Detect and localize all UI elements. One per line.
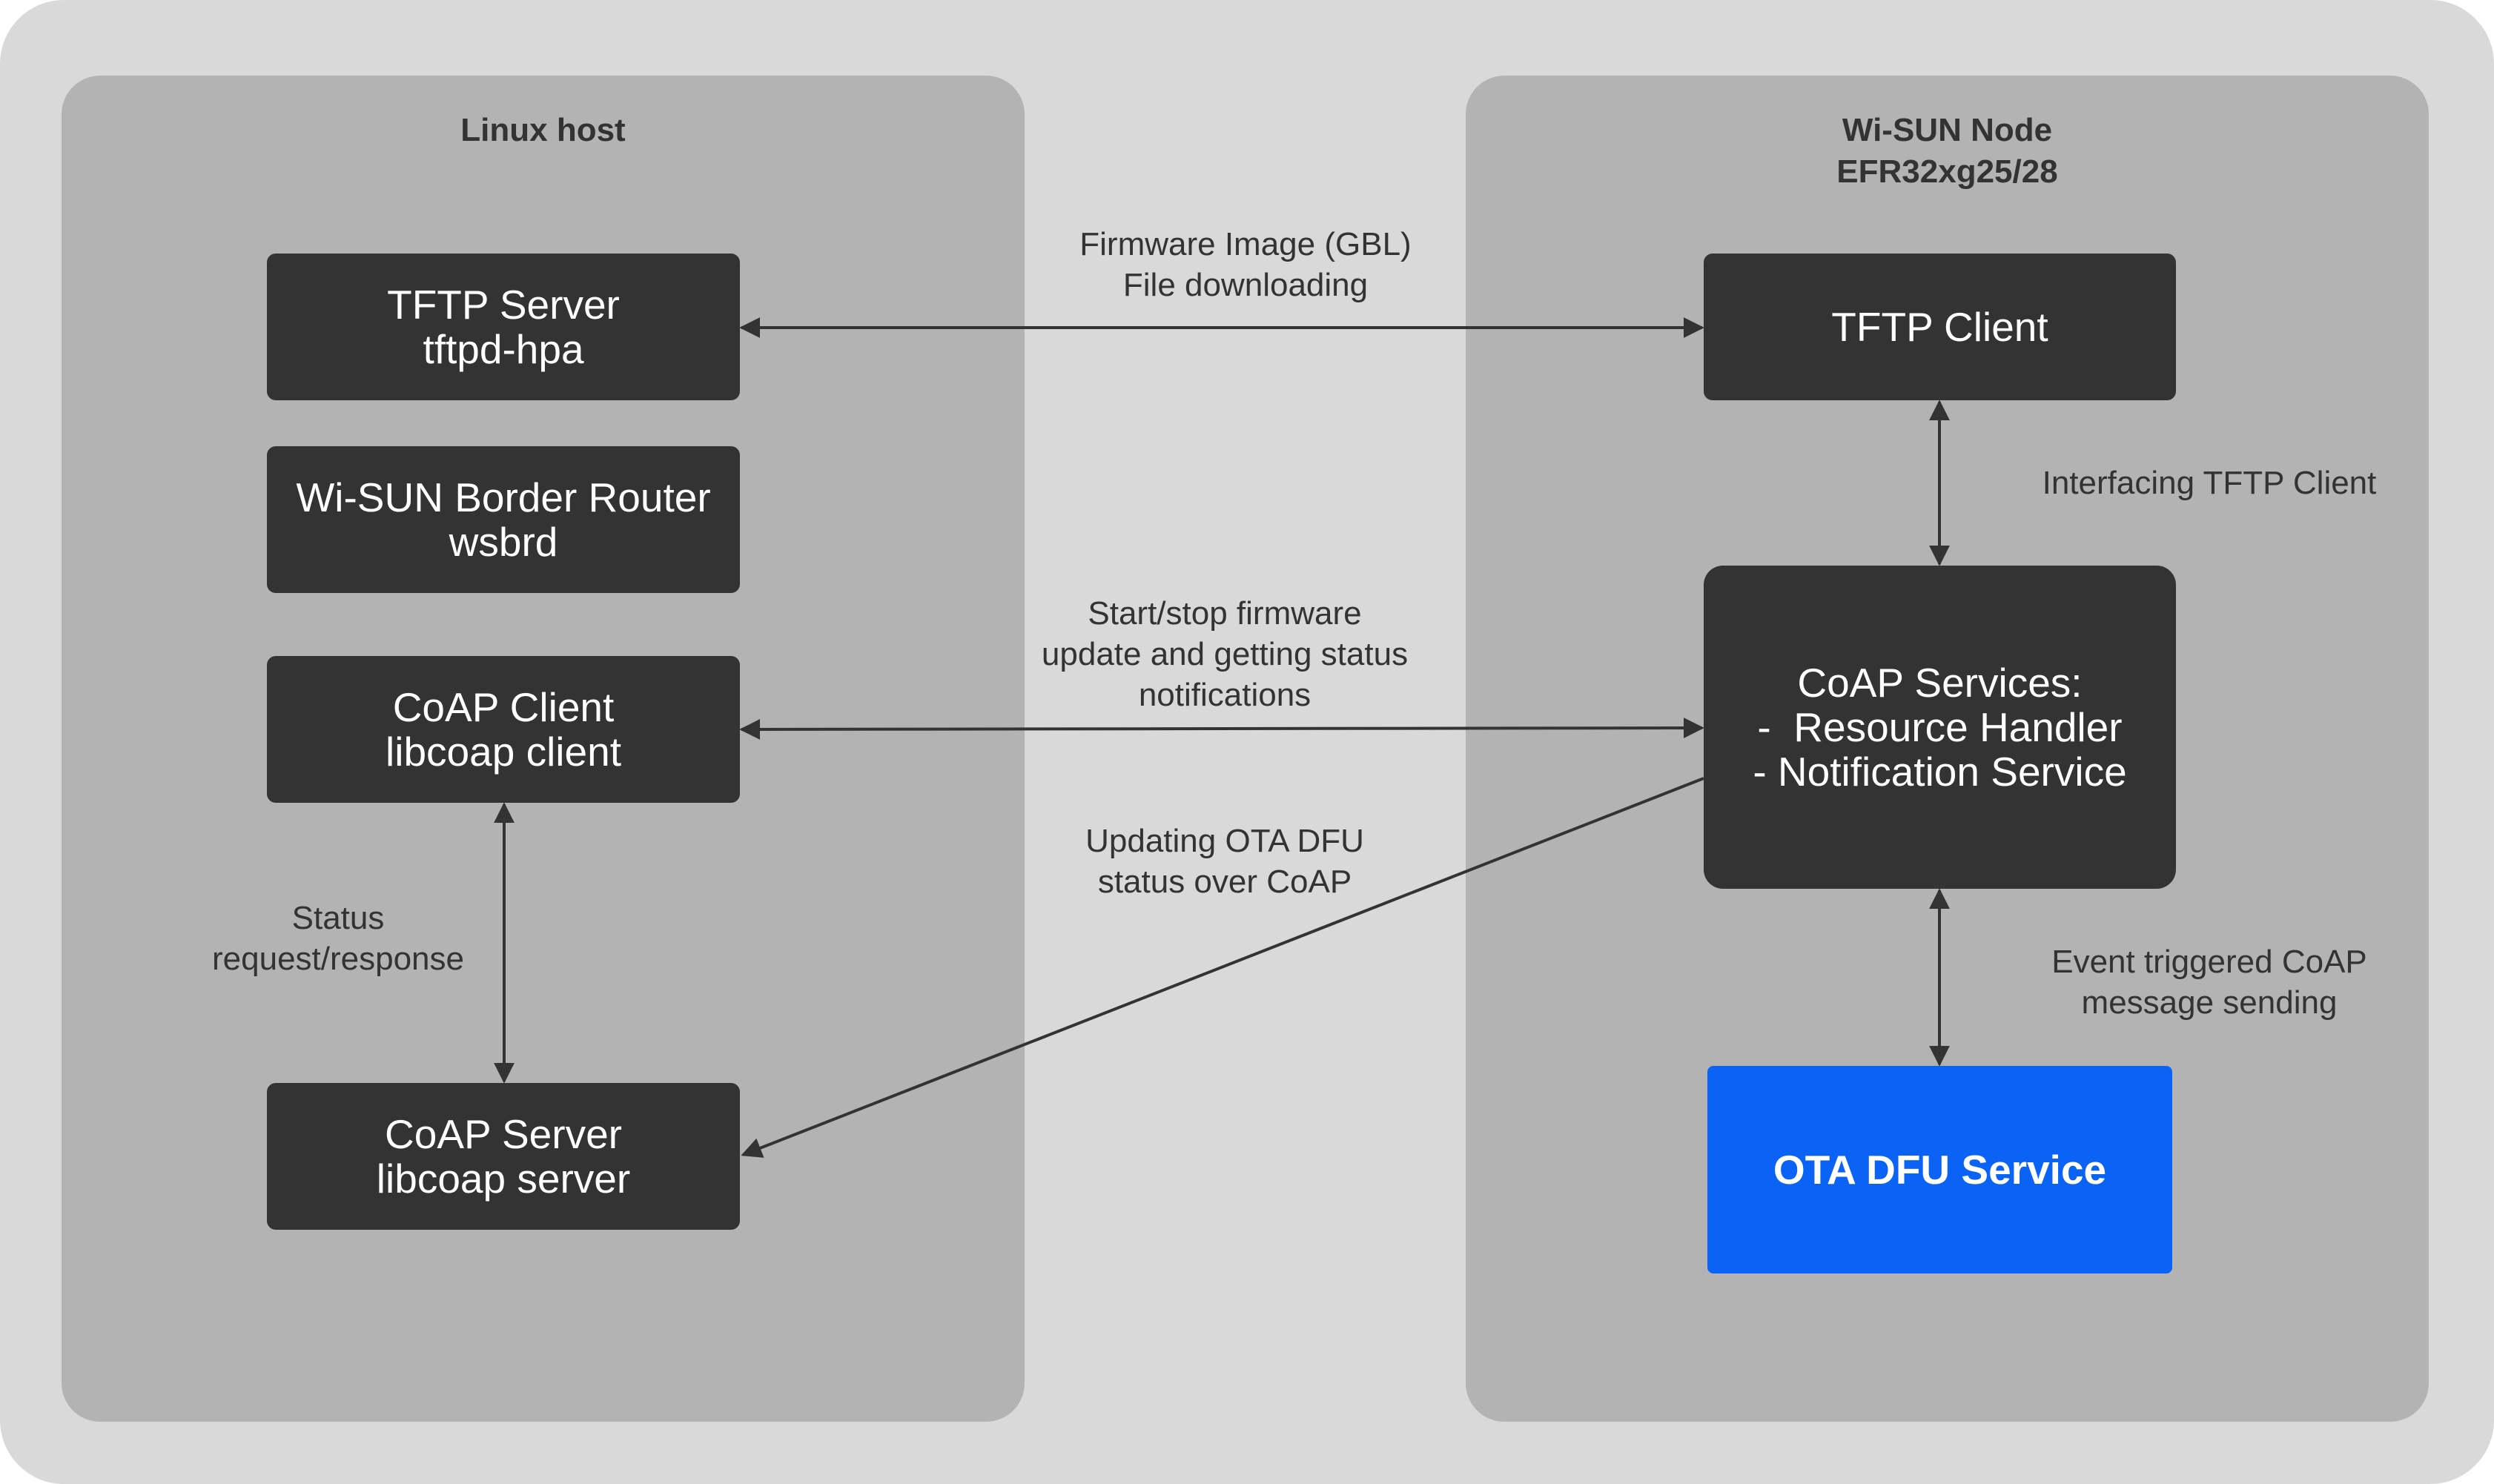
coap-services-title: CoAP Services:: [1797, 660, 2083, 706]
interfacing-tftp-label-line1: Interfacing TFTP Client: [2042, 465, 2377, 501]
ota-status-update-arrow: [741, 777, 1704, 1158]
coap-client-box: CoAP Client libcoap client: [267, 656, 740, 803]
start-stop-label-line3: notifications: [1138, 677, 1312, 713]
ota-dfu-service-name: OTA DFU Service: [1773, 1147, 2107, 1193]
start-stop-label-line1: Start/stop firmware: [1088, 595, 1362, 632]
firmware-image-label-line1: Firmware Image (GBL): [1079, 226, 1412, 262]
coap-client-name: CoAP Client: [392, 684, 615, 730]
tftp-client-name: TFTP Client: [1831, 304, 2048, 350]
firmware-image-label-line2: File downloading: [1122, 267, 1369, 303]
tftp-client-box: TFTP Client: [1704, 254, 2176, 400]
coap-server-impl: libcoap server: [376, 1156, 631, 1202]
tftp-server-name: TFTP Server: [387, 282, 620, 328]
tftp-server-impl: tftpd-hpa: [423, 326, 584, 372]
event-triggered-label-line1: Event triggered CoAP: [2051, 944, 2367, 980]
coap-control-arrow: [739, 718, 1704, 740]
linux-host-title: Linux host: [460, 112, 626, 148]
event-triggered-label-line2: message sending: [2081, 984, 2338, 1021]
coap-server-name: CoAP Server: [385, 1111, 622, 1157]
status-reqresp-label-line2: request/response: [212, 941, 464, 977]
border-router-name: Wi-SUN Border Router: [296, 474, 711, 520]
coap-services-box: CoAP Services: - Resource Handler - Noti…: [1704, 566, 2176, 889]
updating-status-label-line1: Updating OTA DFU: [1085, 823, 1364, 859]
coap-server-box: CoAP Server libcoap server: [267, 1083, 740, 1230]
start-stop-label-line2: update and getting status: [1041, 636, 1409, 672]
status-reqresp-label-line1: Status: [291, 900, 385, 936]
coap-services-notification-service: - Notification Service: [1753, 749, 2127, 795]
start-stop-label: Start/stop firmware update and getting s…: [1002, 593, 1447, 715]
border-router-impl: wsbrd: [449, 519, 558, 565]
status-reqresp-label: Status request/response: [116, 898, 560, 979]
wisun-node-title-line1: Wi-SUN Node: [1842, 112, 2053, 148]
wisun-node-title: Wi-SUN Node EFR32xg25/28: [1466, 110, 2429, 193]
firmware-image-label: Firmware Image (GBL) File downloading: [1023, 224, 1468, 305]
coap-services-resource-handler: - Resource Handler: [1757, 704, 2123, 750]
event-triggered-label: Event triggered CoAP message sending: [1987, 941, 2432, 1023]
updating-status-label: Updating OTA DFU status over CoAP: [1002, 821, 1447, 902]
tftp-server-box: TFTP Server tftpd-hpa: [267, 254, 740, 400]
wisun-node-title-line2: EFR32xg25/28: [1836, 153, 2058, 190]
coap-client-impl: libcoap client: [386, 729, 621, 775]
interfacing-tftp-label: Interfacing TFTP Client: [1987, 463, 2432, 503]
border-router-box: Wi-SUN Border Router wsbrd: [267, 446, 740, 593]
ota-dfu-service-box: OTA DFU Service: [1707, 1066, 2172, 1273]
updating-status-label-line2: status over CoAP: [1097, 864, 1352, 900]
